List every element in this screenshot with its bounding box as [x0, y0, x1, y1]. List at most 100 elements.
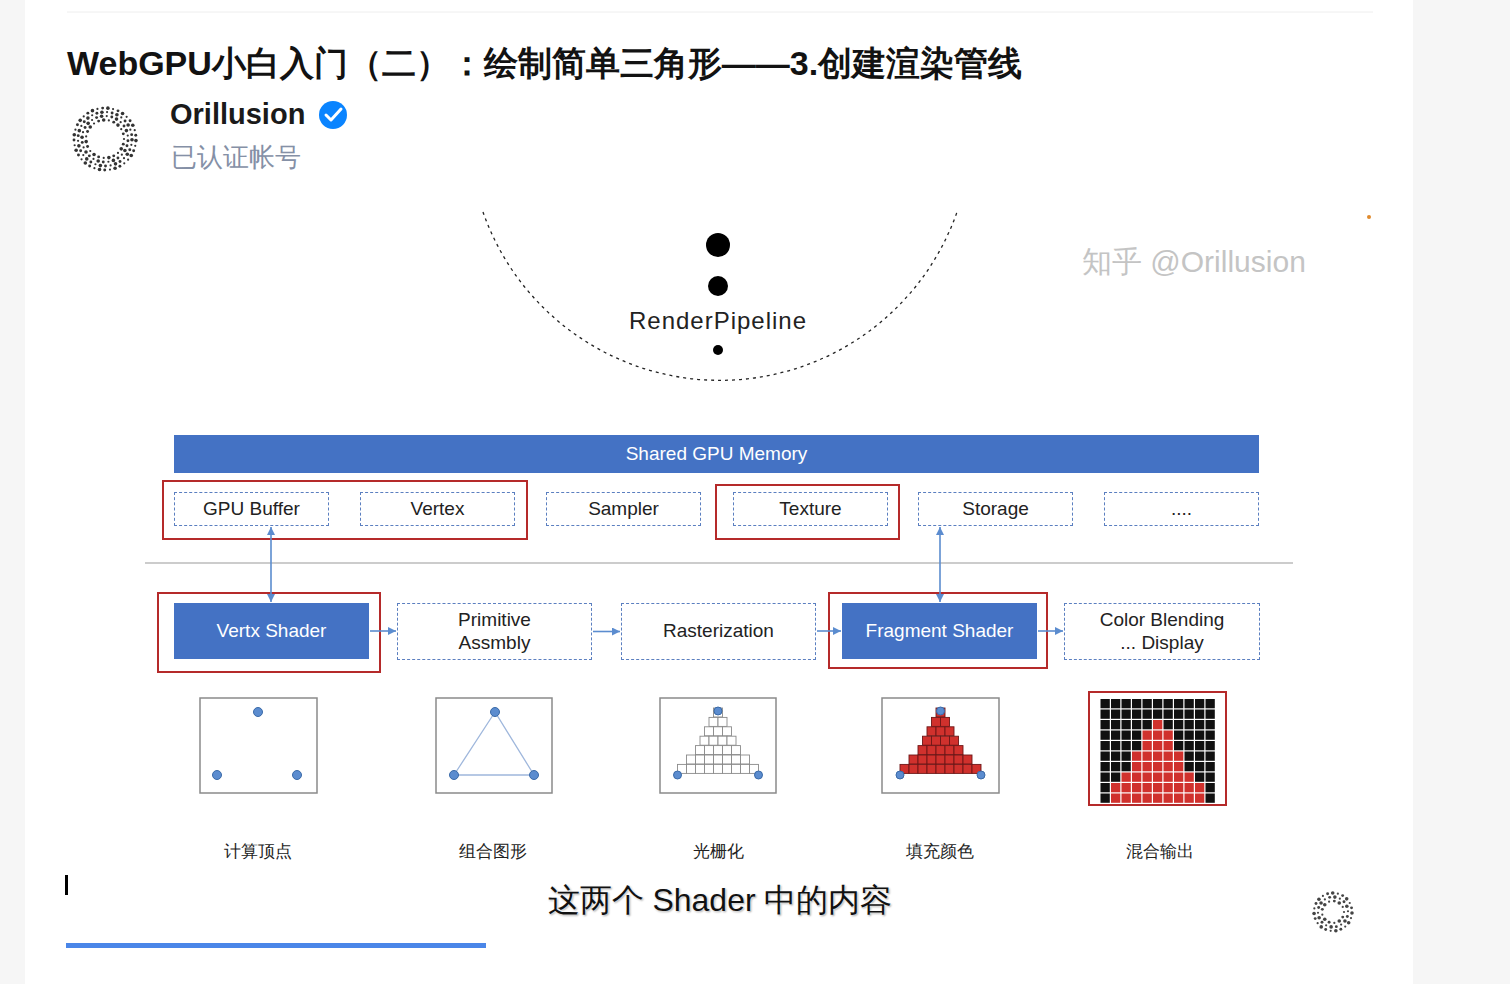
- filled-cell: [954, 746, 963, 755]
- output-pixel: [1164, 794, 1173, 803]
- logo-dot: [1323, 917, 1327, 921]
- logo-dot: [125, 129, 129, 133]
- logo-dot: [101, 107, 104, 110]
- vertex-dot: [755, 771, 763, 779]
- output-pixel: [1174, 762, 1183, 771]
- output-pixel: [1143, 752, 1152, 761]
- cursor-mark: [65, 875, 68, 895]
- logo-dot: [127, 159, 129, 161]
- logo-dot: [95, 116, 98, 119]
- ellipsis-dot: [713, 345, 723, 355]
- article-title: WebGPU小白入门（二）：绘制简单三角形——3.创建渲染管线: [67, 43, 1022, 84]
- logo-dot: [1312, 912, 1316, 916]
- filled-cell: [945, 746, 954, 755]
- output-pixel: [1185, 773, 1194, 782]
- output-pixel: [1185, 794, 1194, 803]
- filled-cell: [927, 755, 936, 764]
- output-pixel: [1153, 741, 1162, 750]
- filled-cell: [950, 736, 959, 745]
- output-pixel: [1185, 710, 1194, 719]
- vertex-dot: [977, 771, 985, 779]
- logo-dot: [1345, 904, 1349, 908]
- logo-dot: [1317, 922, 1319, 924]
- logo-dot: [114, 162, 118, 166]
- video-subtitle: 这两个 Shader 中的内容: [548, 881, 893, 919]
- logo-dot: [88, 154, 91, 157]
- output-pixel: [1164, 752, 1173, 761]
- output-pixel: [1111, 731, 1120, 740]
- output-pixel: [1195, 794, 1204, 803]
- logo-dot: [1350, 906, 1353, 909]
- logo-dot: [121, 112, 125, 116]
- logo-dot: [130, 138, 134, 142]
- output-pixel: [1174, 773, 1183, 782]
- output-pixel: [1143, 741, 1152, 750]
- output-pixel: [1164, 783, 1173, 792]
- triangle-outline: [454, 712, 534, 775]
- output-pixel: [1153, 710, 1162, 719]
- filled-cell: [941, 717, 950, 726]
- stage-caption: 混合输出: [1126, 842, 1194, 862]
- logo-dot: [127, 134, 129, 136]
- raster-cell: [723, 764, 732, 773]
- raster-cell: [700, 736, 709, 745]
- account-badge-text: 已认证帐号: [171, 142, 301, 173]
- logo-dot: [93, 122, 95, 124]
- logo-dot: [84, 161, 88, 165]
- output-pixel: [1195, 720, 1204, 729]
- logo-dot: [92, 153, 96, 157]
- filled-cell: [927, 727, 936, 736]
- logo-dot: [124, 119, 127, 122]
- raster-cell: [705, 746, 714, 755]
- filled-cell: [927, 746, 936, 755]
- output-pixel: [1174, 752, 1183, 761]
- filled-cell: [936, 727, 945, 736]
- box-label: Vertx Shader: [217, 620, 327, 643]
- output-pixel: [1132, 783, 1141, 792]
- stage-caption: 组合图形: [459, 842, 527, 862]
- filled-cell: [963, 755, 972, 764]
- logo-dot: [1341, 916, 1344, 919]
- logo-dot: [106, 115, 108, 117]
- raster-cell: [718, 736, 727, 745]
- logo-dot: [1330, 930, 1332, 932]
- illustration-frame: [200, 698, 317, 793]
- orange-dot: [1367, 215, 1371, 219]
- output-pixel: [1122, 720, 1131, 729]
- ellipsis-dot: [708, 276, 728, 296]
- filled-cell: [945, 764, 954, 773]
- logo-dot: [128, 148, 131, 151]
- output-pixel: [1185, 783, 1194, 792]
- output-pixel: [1174, 794, 1183, 803]
- logo-dot: [104, 165, 107, 168]
- filled-cell: [918, 746, 927, 755]
- filled-cell: [945, 755, 954, 764]
- logo-dot: [1347, 921, 1351, 925]
- filled-cell: [954, 764, 963, 773]
- logo-dot: [126, 123, 130, 127]
- logo-dot: [1317, 912, 1319, 914]
- logo-dot: [106, 106, 110, 110]
- logo-dot: [85, 135, 87, 137]
- output-pixel: [1132, 710, 1141, 719]
- raster-cell: [709, 717, 718, 726]
- logo-dot: [83, 120, 86, 123]
- logo-dot: [1322, 895, 1324, 897]
- logo-dot: [129, 129, 131, 131]
- filled-cell: [963, 764, 972, 773]
- logo-dot: [110, 116, 113, 119]
- logo-dot: [134, 134, 137, 137]
- output-pixel: [1111, 699, 1120, 708]
- output-pixel: [1153, 720, 1162, 729]
- stage-caption: 计算顶点: [224, 842, 292, 862]
- logo-dot: [96, 108, 98, 110]
- raster-cell: [709, 736, 718, 745]
- logo-dot: [1324, 928, 1327, 931]
- output-pixel: [1174, 741, 1183, 750]
- watermark: 知乎 @Orillusion: [1082, 244, 1306, 280]
- logo-dot: [1313, 907, 1315, 909]
- memory-band: Shared GPU Memory: [174, 435, 1259, 473]
- output-pixel: [1132, 731, 1141, 740]
- raster-cell: [687, 764, 696, 773]
- output-pixel: [1101, 720, 1110, 729]
